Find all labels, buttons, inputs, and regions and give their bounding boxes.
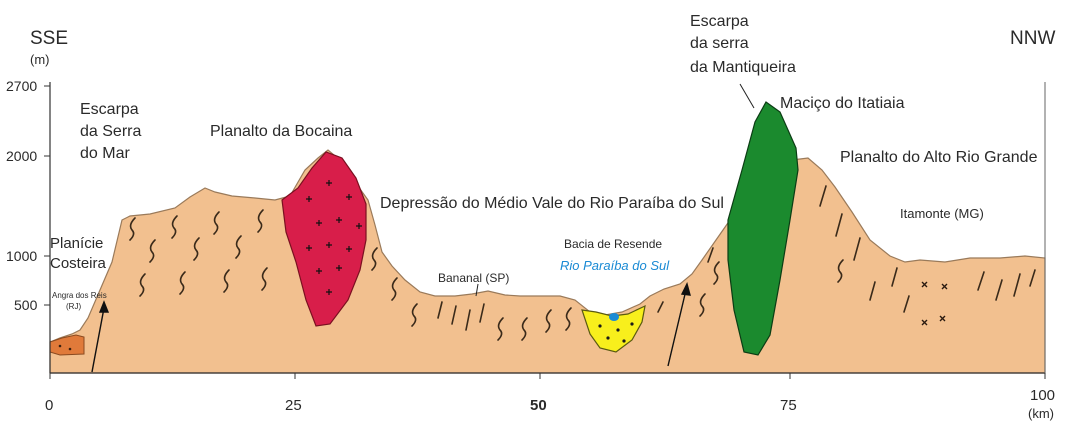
y-ticks (44, 85, 50, 306)
label-planalto-bocaina: Planalto da Bocaina (210, 123, 352, 140)
label-escarpa-mant-3: da Mantiqueira (690, 59, 796, 76)
y-tick-label: 2700 (6, 78, 37, 94)
label-angra-rj: (RJ) (66, 302, 81, 311)
x-unit: (km) (1028, 406, 1054, 421)
label-escarpa-mar-1: Escarpa (80, 101, 139, 118)
bocaina-granite (281, 151, 367, 327)
bananal-leader (475, 283, 479, 297)
label-planalto-alto: Planalto do Alto Rio Grande (840, 149, 1038, 166)
coastal-sediment-dots (58, 344, 72, 351)
direction-right: NNW (1010, 28, 1055, 49)
coastal-sediment (49, 334, 85, 356)
foliation-marks (129, 185, 1036, 341)
label-escarpa-mant-2: da serra (690, 35, 749, 52)
label-escarpa-mar-3: do Mar (80, 145, 130, 162)
x-tick-label: 50 (530, 397, 547, 414)
x-tick-label: 100 (1030, 387, 1055, 404)
x-tick-label: 75 (780, 397, 797, 414)
x-tick-label: 25 (285, 397, 302, 414)
river-water (609, 313, 619, 321)
label-planicie: Planície (50, 235, 103, 252)
fault-serra-do-mar (91, 300, 110, 373)
label-costeira: Costeira (50, 255, 107, 272)
y-tick-label: 1000 (6, 248, 37, 264)
label-itamonte: Itamonte (MG) (900, 206, 984, 221)
label-depressao: Depressão do Médio Vale do Rio Paraíba d… (380, 195, 724, 212)
direction-left: SSE (30, 28, 68, 49)
label-angra: Angra dos Reis (52, 291, 107, 300)
label-escarpa-mar-2: da Serra (80, 123, 141, 140)
label-escarpa-mant-1: Escarpa (690, 13, 749, 30)
itamonte-x-marks (921, 281, 948, 326)
x-tick-label: 0 (45, 397, 53, 414)
y-unit: (m) (30, 52, 50, 67)
basin-dots (598, 322, 634, 343)
label-bananal: Bananal (SP) (438, 271, 509, 285)
mantiqueira-leader (739, 83, 755, 109)
fault-mantiqueira (667, 282, 691, 367)
y-tick-label: 500 (14, 297, 38, 313)
itatiaia-massif (727, 101, 799, 356)
resende-basin (581, 304, 646, 353)
label-rio-paraiba: Rio Paraíba do Sul (560, 258, 670, 273)
x-ticks (49, 373, 1046, 379)
y-tick-label: 2000 (6, 148, 37, 164)
label-bacia-resende: Bacia de Resende (564, 237, 662, 251)
label-macico: Maciço do Itatiaia (780, 95, 905, 112)
terrain-profile (49, 149, 1046, 374)
bocaina-crosses (306, 180, 362, 295)
